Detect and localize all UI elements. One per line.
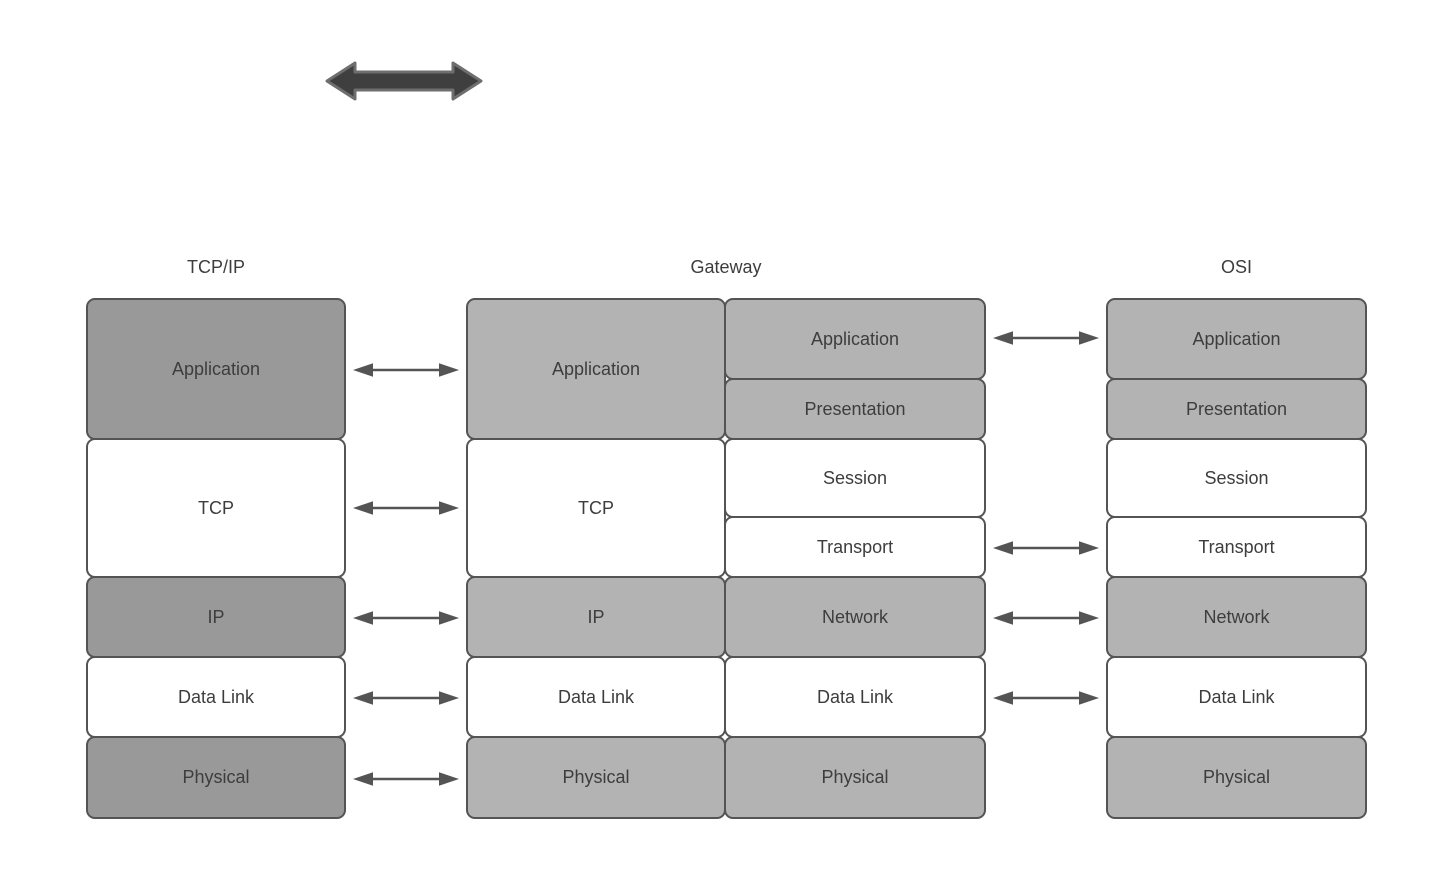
arrow-tcpip-gateway-tcp bbox=[353, 501, 459, 515]
layer-tcpip-application: Application bbox=[86, 298, 346, 440]
arrow-tcpip-gateway-ip bbox=[353, 611, 459, 625]
layer-osi-session: Session bbox=[1106, 438, 1367, 518]
layer-label: Data Link bbox=[177, 686, 255, 707]
layer-label: Transport bbox=[816, 536, 894, 557]
layer-label: TCP bbox=[578, 497, 614, 518]
layer-label: Network bbox=[821, 606, 888, 627]
layer-osi-transport: Transport bbox=[1106, 516, 1367, 578]
layer-gateway-left-tcp: TCP bbox=[466, 438, 726, 578]
layer-osi-presentation: Presentation bbox=[1106, 378, 1367, 440]
arrow-gateway-osi-data-link bbox=[993, 691, 1099, 705]
arrow-tcpip-gateway-application bbox=[353, 363, 459, 377]
layer-tcpip-data-link: Data Link bbox=[86, 656, 346, 738]
layer-label: Application bbox=[810, 328, 900, 349]
layer-label: Session bbox=[822, 467, 888, 488]
layer-gateway-right-network: Network bbox=[724, 576, 986, 658]
layer-label: Presentation bbox=[804, 398, 906, 419]
layer-gateway-left-application: Application bbox=[466, 298, 726, 440]
header-gateway: Gateway bbox=[690, 257, 762, 277]
layer-gateway-right-presentation: Presentation bbox=[724, 378, 986, 440]
layer-osi-network: Network bbox=[1106, 576, 1367, 658]
layer-tcpip-physical: Physical bbox=[86, 736, 346, 819]
layer-gateway-left-ip: IP bbox=[466, 576, 726, 658]
layer-label: Application bbox=[551, 358, 641, 379]
layer-osi-application: Application bbox=[1106, 298, 1367, 380]
arrow-tcpip-gateway-data-link bbox=[353, 691, 459, 705]
arrow-tcpip-gateway-physical bbox=[353, 772, 459, 786]
layer-label: Physical bbox=[821, 767, 889, 787]
arrow-gateway-osi-transport bbox=[993, 541, 1099, 555]
layer-label: IP bbox=[207, 606, 225, 627]
layer-label: Transport bbox=[1198, 536, 1275, 557]
layer-label: Data Link bbox=[557, 686, 635, 707]
arrow-gateway-osi-network bbox=[993, 611, 1099, 625]
layer-tcpip-ip: IP bbox=[86, 576, 346, 658]
layer-label: Physical bbox=[182, 767, 250, 787]
layer-label: Data Link bbox=[816, 686, 894, 707]
layer-gateway-right-data-link: Data Link bbox=[724, 656, 986, 738]
layer-label: Data Link bbox=[1198, 686, 1275, 707]
layer-label: IP bbox=[587, 606, 605, 627]
thick-double-arrow-icon bbox=[325, 61, 483, 101]
layer-gateway-right-application: Application bbox=[724, 298, 986, 380]
layer-label: Physical bbox=[1202, 767, 1271, 787]
header-osi: OSI bbox=[1220, 257, 1252, 277]
layer-gateway-right-session: Session bbox=[724, 438, 986, 518]
layer-gateway-right-physical: Physical bbox=[724, 736, 986, 819]
layer-label: Presentation bbox=[1185, 398, 1288, 419]
layer-osi-physical: Physical bbox=[1106, 736, 1367, 819]
layer-gateway-left-data-link: Data Link bbox=[466, 656, 726, 738]
layer-label: Application bbox=[1192, 328, 1281, 349]
layer-label: Network bbox=[1203, 606, 1270, 627]
layer-osi-data-link: Data Link bbox=[1106, 656, 1367, 738]
layer-gateway-left-physical: Physical bbox=[466, 736, 726, 819]
layer-tcpip-tcp: TCP bbox=[86, 438, 346, 578]
layer-label: Session bbox=[1204, 467, 1269, 488]
layer-gateway-right-transport: Transport bbox=[724, 516, 986, 578]
header-tcpip: TCP/IP bbox=[186, 257, 245, 277]
layer-label: Physical bbox=[562, 767, 630, 787]
arrow-gateway-osi-application bbox=[993, 331, 1099, 345]
layer-label: Application bbox=[171, 358, 261, 379]
layer-label: TCP bbox=[198, 497, 234, 518]
